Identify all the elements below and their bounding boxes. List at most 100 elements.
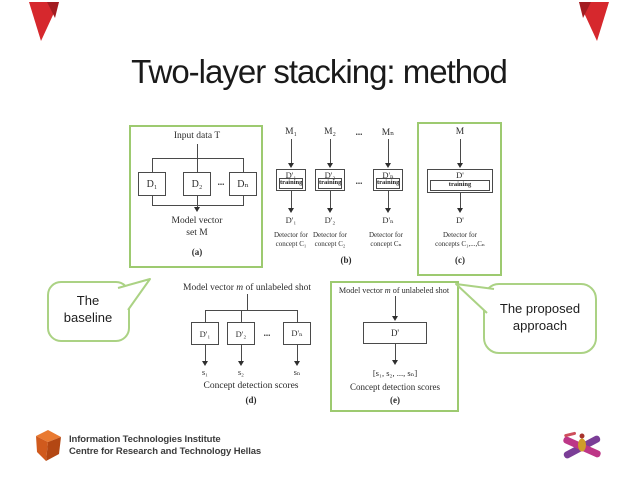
connector-line xyxy=(297,345,298,362)
arrowhead xyxy=(392,360,398,365)
connector-line xyxy=(460,193,461,209)
connector-line xyxy=(152,158,244,159)
connector-line xyxy=(395,296,396,316)
panel-a-frame xyxy=(129,125,263,268)
baseline-bubble-text: The baseline xyxy=(63,293,113,325)
cube-left-face xyxy=(36,436,48,461)
training-label: training xyxy=(376,178,400,189)
header-text: Model vector xyxy=(183,283,237,293)
ribbon-left-icon xyxy=(29,2,59,41)
panel-a-dots: ... xyxy=(217,177,225,187)
panel-b-input-mn: Mₙ xyxy=(381,128,395,138)
star-stroke-magenta xyxy=(563,436,601,458)
panel-b-dots-top: ... xyxy=(355,127,363,137)
proposed-bubble-text: The proposed approach xyxy=(499,301,581,333)
connector-line xyxy=(388,191,389,209)
ribbon-right-icon xyxy=(579,2,609,41)
train-box-label: D' xyxy=(456,170,464,180)
arrowhead xyxy=(327,163,333,168)
panel-d-header: Model vector m of unlabeled shot xyxy=(183,283,311,293)
header-text: of unlabeled shot xyxy=(390,286,450,295)
panel-b-input-m1: M₁ xyxy=(285,127,297,137)
arrowhead xyxy=(294,361,300,366)
panel-a-box-d2: D₂ xyxy=(183,172,211,196)
panel-b-output-n: D'ₙ xyxy=(382,215,394,225)
panel-d-tag: (d) xyxy=(245,395,257,405)
footer-org-line1: Information Technologies Institute xyxy=(69,434,221,445)
panel-e-caption: Concept detection scores xyxy=(350,382,440,392)
train-box-label: D'ₙ xyxy=(382,170,394,180)
connector-line xyxy=(330,191,331,209)
panel-b-train-box-1: D'₁ training xyxy=(276,169,306,191)
connector-line xyxy=(197,196,198,208)
panel-e-scores: [s₁, s₂, ..., sₙ] xyxy=(372,368,418,378)
arrowhead xyxy=(194,207,200,212)
page-title: Two-layer stacking: method xyxy=(131,53,508,90)
header-var-m: m xyxy=(384,286,391,295)
arrowhead xyxy=(385,208,391,213)
connector-line xyxy=(247,294,248,310)
arrowhead xyxy=(238,361,244,366)
panel-b-tag: (b) xyxy=(340,255,352,265)
panel-c-frame xyxy=(417,122,502,276)
panel-c-tag: (c) xyxy=(455,255,465,265)
baseline-bubble xyxy=(47,281,130,342)
training-label: training xyxy=(318,178,342,189)
arrowhead xyxy=(327,208,333,213)
connector-line xyxy=(395,344,396,361)
arrowhead xyxy=(392,316,398,321)
corner-ribbons xyxy=(29,2,609,41)
arrowhead xyxy=(202,361,208,366)
panel-e-box: D' xyxy=(363,322,427,344)
footer-org-line2: Centre for Research and Technology Hella… xyxy=(69,446,262,457)
panel-b-output-2: D'₂ xyxy=(324,215,336,225)
header-var-m: m xyxy=(236,283,244,293)
panel-c-input-m: M xyxy=(455,127,465,137)
training-label: training xyxy=(430,180,490,191)
connector-line xyxy=(152,205,244,206)
connector-line xyxy=(330,139,331,163)
panel-b-output-1: D'₁ xyxy=(285,215,297,225)
connector-line xyxy=(291,139,292,163)
panel-a-footer: Model vector set M xyxy=(171,216,223,238)
panel-d-score-2: s₂ xyxy=(238,368,244,377)
panel-b-train-box-2: D'₂ training xyxy=(315,169,345,191)
panel-d-caption: Concept detection scores xyxy=(203,381,299,391)
star-small-mark xyxy=(564,431,576,438)
connector-line xyxy=(205,310,298,311)
arrowhead xyxy=(457,163,463,168)
connector-line xyxy=(152,159,153,172)
ribbon-left-fold-icon xyxy=(47,2,59,18)
panel-e-frame xyxy=(330,281,459,412)
proposed-bubble xyxy=(483,283,597,354)
panel-b-caption-n: Detector for concept Cₙ xyxy=(368,231,404,248)
connector-line xyxy=(241,310,242,322)
panel-b-caption-1: Detector for concept C₁ xyxy=(273,231,309,248)
panel-d-score-1: s₁ xyxy=(202,368,208,377)
certh-star-logo-icon xyxy=(563,431,601,459)
star-gold-center xyxy=(578,438,586,452)
panel-d-box-2: D'₂ xyxy=(227,322,255,345)
header-text: of unlabeled shot xyxy=(243,283,311,293)
connector-line xyxy=(460,139,461,163)
header-text: Model vector xyxy=(338,286,385,295)
panel-c-output: D' xyxy=(456,215,464,225)
arrowhead xyxy=(457,208,463,213)
panel-c-train-box: D' training xyxy=(427,169,493,193)
panel-b-train-box-n: D'ₙ training xyxy=(373,169,403,191)
arrowhead xyxy=(385,163,391,168)
connector-line xyxy=(243,159,244,172)
connector-line xyxy=(243,196,244,206)
panel-a-box-d1: D₁ xyxy=(138,172,166,196)
connector-line xyxy=(297,310,298,322)
panel-d-box-n: D'ₙ xyxy=(283,322,311,345)
panel-d-score-n: sₙ xyxy=(293,368,301,377)
cube-top-face xyxy=(36,430,61,442)
connector-line xyxy=(241,345,242,362)
connector-line xyxy=(205,345,206,362)
panel-d-box-1: D'₁ xyxy=(191,322,219,345)
connector-line xyxy=(388,139,389,163)
star-stroke-purple xyxy=(563,435,601,459)
panel-e-tag: (e) xyxy=(390,395,400,405)
panel-b-caption-2: Detector for concept C₂ xyxy=(312,231,348,248)
